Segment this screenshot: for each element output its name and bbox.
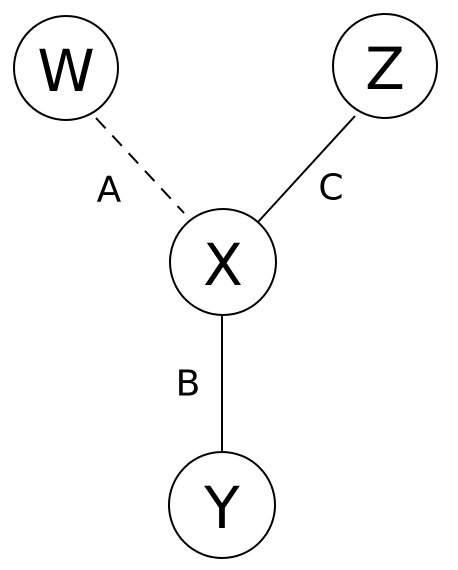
node-x-label: X: [203, 231, 243, 299]
node-x: X: [169, 208, 277, 316]
edge-w-x: [95, 117, 185, 214]
edge-label-b: B: [176, 364, 201, 405]
node-z-circle: [332, 13, 438, 119]
node-y-label: Y: [203, 474, 240, 542]
edge-z-x: [257, 115, 356, 223]
node-z-label: Z: [365, 35, 405, 103]
node-w-label: W: [37, 37, 94, 105]
node-w-circle: [13, 15, 119, 121]
node-z: Z: [332, 13, 438, 119]
edge-label-a: A: [97, 170, 122, 211]
node-x-circle: [169, 208, 277, 316]
node-y: Y: [168, 451, 276, 559]
edge-label-c: C: [318, 168, 343, 209]
node-y-circle: [168, 451, 276, 559]
node-w: W: [13, 15, 119, 121]
